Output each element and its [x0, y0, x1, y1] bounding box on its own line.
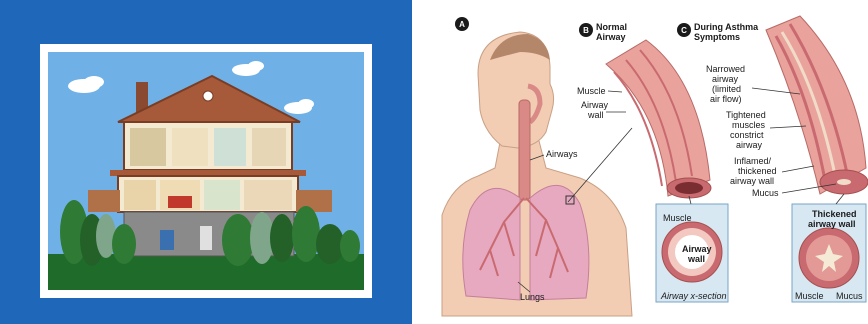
- tightened-label-line3: constrict: [730, 130, 764, 140]
- inflamed-label-line2: thickened: [738, 166, 777, 176]
- thickened-label-line2: airway wall: [808, 219, 856, 229]
- asthma-airway-tube: [766, 16, 868, 194]
- water-heater: [200, 226, 212, 250]
- porch-left: [88, 190, 120, 212]
- badge-c: C: [677, 23, 691, 37]
- narrowed-label-line3: (limited: [712, 84, 741, 94]
- lungs-label: Lungs: [520, 292, 545, 302]
- inflamed-label-line3: airway wall: [730, 176, 774, 186]
- room: [252, 128, 286, 166]
- asthma-heading-line1: During Asthma: [694, 22, 759, 32]
- tightened-label-line2: muscles: [732, 120, 766, 130]
- normal-airway-heading-line1: Normal: [596, 22, 627, 32]
- room: [124, 180, 156, 210]
- normal-airway-tube: [606, 40, 711, 198]
- bottom-muscle-label: Muscle: [795, 291, 824, 301]
- tightened-label-line1: Tightened: [726, 110, 766, 120]
- badge-b-label: B: [583, 26, 589, 35]
- narrowed-label-line2: airway: [712, 74, 739, 84]
- badge-b: B: [579, 23, 593, 37]
- tightened-leader: [770, 126, 806, 128]
- thickened-label-line1: Thickened: [812, 209, 857, 219]
- room: [204, 180, 240, 210]
- mucus-label: Mucus: [752, 188, 779, 198]
- xsec-airway-label-line2: wall: [687, 254, 705, 264]
- attic-window: [203, 91, 213, 101]
- asthma-diagram: A Airways Lungs B Normal Airway Muscle A…: [442, 16, 868, 316]
- badge-a-label: A: [459, 20, 465, 29]
- asthma-airway-lumen: [837, 179, 851, 185]
- tightened-label-line4: airway: [736, 140, 763, 150]
- room: [214, 128, 246, 166]
- narrowed-label-line1: Narrowed: [706, 64, 745, 74]
- room: [130, 128, 166, 166]
- room: [172, 128, 208, 166]
- badge-c-label: C: [681, 26, 687, 35]
- badge-a: A: [455, 17, 469, 31]
- narrowed-label-line4: air flow): [710, 94, 742, 104]
- washer: [160, 230, 174, 250]
- inflamed-label-line1: Inflamed/: [734, 156, 772, 166]
- airway-wall-label-line2: wall: [587, 110, 604, 120]
- muscle-label: Muscle: [577, 86, 606, 96]
- xsec-airway-label-line1: Airway: [682, 244, 712, 254]
- room: [244, 180, 292, 210]
- sofa: [168, 196, 192, 208]
- trachea: [519, 100, 530, 200]
- asthma-heading-line2: Symptoms: [694, 32, 740, 42]
- normal-airway-heading-line2: Airway: [596, 32, 626, 42]
- inflamed-leader: [782, 166, 814, 172]
- airway-wall-label-line1: Airway: [581, 100, 609, 110]
- house-panel: [0, 0, 412, 324]
- bottom-mucus-label: Mucus: [836, 291, 863, 301]
- xsec-caption: Airway x-section: [660, 291, 727, 301]
- airways-label: Airways: [546, 149, 578, 159]
- muscle-leader: [608, 91, 622, 92]
- xsec-muscle-label: Muscle: [663, 213, 692, 223]
- normal-airway-lumen: [675, 182, 703, 194]
